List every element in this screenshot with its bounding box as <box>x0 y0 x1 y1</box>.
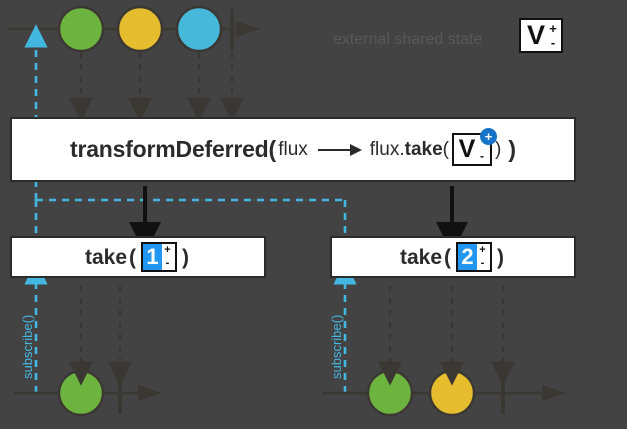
value-box-plus: + <box>549 21 557 36</box>
external-shared-state-label: external shared state <box>333 31 483 48</box>
close-paren: ) <box>497 245 505 269</box>
value-box-v-main: V - + <box>452 128 497 166</box>
value-box-v-external: V + - <box>519 18 563 53</box>
value-box-glyph: V <box>458 135 476 163</box>
right-output-arrowhead <box>542 385 566 401</box>
fn-name-transform-deferred: transformDeferred <box>69 136 269 162</box>
take-2-code: take ( 2 + - ) <box>400 242 506 272</box>
subscribe-label-left: subscribe() <box>20 314 35 379</box>
value-box-minus: - <box>480 257 485 269</box>
value-box-signs: + - <box>548 20 561 51</box>
open-paren: ( <box>444 245 452 269</box>
long-right-arrow-icon <box>317 143 364 157</box>
value-box-signs: - <box>477 135 490 164</box>
take-1-operator-box[interactable]: take ( 1 + - ) <box>10 236 266 278</box>
source-timeline <box>8 5 260 53</box>
operator-flow-arrows <box>129 186 468 254</box>
marble-green-source <box>57 5 105 53</box>
value-box-signs: + - <box>477 244 490 270</box>
close-paren: ) <box>182 245 190 269</box>
marble-blue-source <box>175 5 223 53</box>
marble-green-right-output <box>366 369 414 417</box>
external-shared-state-box: V + - <box>516 18 566 53</box>
fn-name-take: take <box>399 245 443 269</box>
lambda-body-open-paren: ( <box>442 139 449 160</box>
left-output-arrowhead <box>138 385 162 401</box>
value-box-glyph: V <box>526 20 545 50</box>
subscription-paths <box>24 24 357 393</box>
value-box-1: 1 + - <box>141 242 178 272</box>
marble-yellow-right-output <box>428 369 476 417</box>
plus-badge-icon: + <box>480 128 497 145</box>
lambda-arg-flux: flux <box>278 139 308 160</box>
value-box-plus: + <box>164 244 171 256</box>
transform-deferred-code: transformDeferred ( flux flux.take( V - … <box>69 128 516 166</box>
subscribe-label-right: subscribe() <box>329 314 344 379</box>
lambda-body: flux.take( <box>370 140 449 159</box>
take-1-code: take ( 1 + - ) <box>85 242 191 272</box>
open-paren: ( <box>268 136 277 162</box>
value-box-minus: - <box>480 149 484 163</box>
transform-deferred-operator-box[interactable]: transformDeferred ( flux flux.take( V - … <box>10 117 576 182</box>
open-paren: ( <box>129 245 137 269</box>
value-box-glyph: 1 <box>143 244 163 270</box>
marble-green-left-output <box>57 369 105 417</box>
take-2-operator-box[interactable]: take ( 2 + - ) <box>330 236 576 278</box>
value-box-plus: + <box>479 244 486 256</box>
value-box-minus: - <box>165 257 170 269</box>
lambda-body-close-paren: ) <box>495 139 502 160</box>
marble-yellow-source <box>116 5 164 53</box>
value-box-glyph: 2 <box>458 244 478 270</box>
close-paren: ) <box>508 136 516 162</box>
value-box-2: 2 + - <box>456 242 493 272</box>
value-box-minus: - <box>550 35 556 50</box>
lambda-body-fn-take: take <box>404 139 443 160</box>
source-to-operator-connectors <box>69 52 244 122</box>
value-box-signs: + - <box>162 244 175 270</box>
source-timeline-arrowhead <box>236 21 260 37</box>
fn-name-take: take <box>84 245 128 269</box>
lambda-body-prefix: flux. <box>369 139 405 160</box>
right-output-timeline <box>322 286 566 417</box>
left-output-timeline <box>14 286 162 417</box>
